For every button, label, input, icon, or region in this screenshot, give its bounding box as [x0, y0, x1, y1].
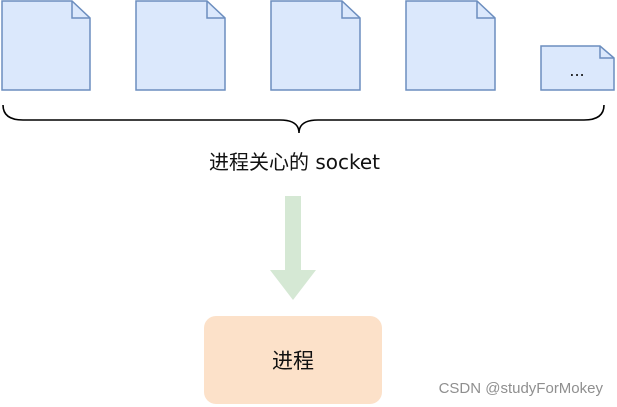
socket-doc-1 — [1, 0, 91, 91]
socket-doc-3-fold — [341, 1, 360, 19]
process-box: 进程 — [204, 316, 382, 404]
socket-doc-4-fold — [476, 1, 495, 19]
ellipsis-label: ... — [569, 61, 584, 80]
down-arrow — [270, 196, 316, 300]
socket-doc-more — [540, 45, 615, 91]
process-label: 进程 — [272, 349, 314, 373]
curly-brace — [2, 104, 605, 134]
watermark: CSDN @studyForMokey — [438, 380, 603, 397]
socket-caption: 进程关心的 socket — [208, 150, 381, 174]
socket-doc-1-fold — [71, 1, 90, 19]
socket-doc-3 — [270, 0, 361, 91]
socket-doc-2 — [135, 0, 226, 91]
socket-doc-more-fold — [599, 46, 614, 59]
socket-doc-4 — [405, 0, 496, 91]
socket-doc-2-fold — [206, 1, 225, 19]
